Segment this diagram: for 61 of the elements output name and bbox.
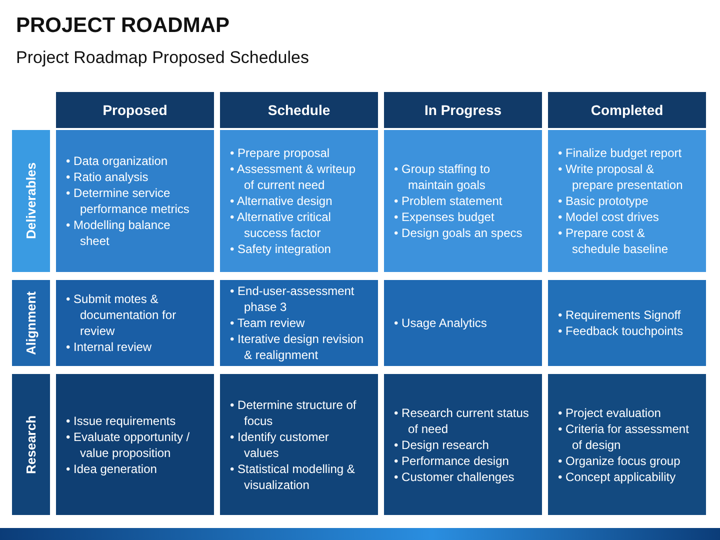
table-cell — [56, 374, 214, 515]
column-header: Proposed — [56, 92, 214, 128]
bullet-item: • Customer challenges — [394, 468, 516, 484]
bullet-item: • Ratio analysis — [66, 169, 150, 185]
bullet-item: • Expenses budget — [394, 209, 496, 225]
bullet-item: • Problem statement — [394, 193, 504, 209]
bullet-item: • Alternative critical success factor — [230, 209, 332, 241]
row-header: Research — [12, 374, 50, 515]
bullet-item: • Project evaluation — [558, 404, 662, 420]
table-cell — [56, 130, 214, 272]
table-cell — [220, 130, 378, 272]
bullet-item: • Determine service performance metrics — [66, 185, 190, 217]
bullet-item: • Determine structure of focus — [230, 396, 358, 428]
table-cell — [56, 280, 214, 366]
bullet-item: • Submit motes & documentation for review — [66, 291, 178, 339]
bullet-item: • Feedback touchpoints — [558, 323, 683, 339]
bullet-item: • Design research — [394, 436, 490, 452]
bullet-item: • Alternative design — [230, 193, 334, 209]
column-header: In Progress — [384, 92, 542, 128]
row-header: Deliverables — [12, 130, 50, 272]
bullet-item: • Group staffing to maintain goals — [394, 161, 492, 193]
bullet-item: • Concept applicability — [558, 468, 677, 484]
bullet-item: • Basic prototype — [558, 193, 650, 209]
bullet-item: • Evaluate opportunity / value proposition — [66, 428, 191, 460]
bullet-item: • Issue requirements — [66, 412, 177, 428]
bullet-item: • Prepare cost & schedule baseline — [558, 225, 670, 257]
bullet-item: • Usage Analytics — [394, 315, 487, 331]
bullet-item: • Assessment & writeup of current need — [230, 161, 357, 193]
bullet-item: • End-user-assessment phase 3 — [230, 283, 356, 315]
table-cell — [548, 130, 706, 272]
bullet-item: • Identify customer values — [230, 428, 330, 460]
bullet-item: • Performance design — [394, 452, 510, 468]
bullet-item: • Finalize budget report — [558, 145, 683, 161]
column-header: Schedule — [220, 92, 378, 128]
table-cell — [384, 280, 542, 366]
bullet-item: • Modelling balance sheet — [66, 217, 172, 249]
bullet-item: • Iterative design revision & realignment — [230, 331, 365, 363]
bullet-item: • Safety integration — [230, 241, 332, 257]
column-header: Completed — [548, 92, 706, 128]
table-cell — [384, 130, 542, 272]
title: PROJECT ROADMAP — [16, 14, 230, 38]
bullet-item: • Internal review — [66, 339, 153, 355]
bullet-item: • Organize focus group — [558, 452, 682, 468]
bullet-item: • Team review — [230, 315, 306, 331]
bullet-item: • Model cost drives — [558, 209, 660, 225]
bullet-item: • Requirements Signoff — [558, 307, 682, 323]
table-cell — [384, 374, 542, 515]
row-header: Alignment — [12, 280, 50, 366]
bullet-item: • Criteria for assessment of design — [558, 420, 690, 452]
bullet-item: • Design goals an specs — [394, 225, 524, 241]
table-cell — [548, 374, 706, 515]
bullet-item: • Prepare proposal — [230, 145, 331, 161]
bullet-item: • Data organization — [66, 153, 169, 169]
bullet-item: • Idea generation — [66, 460, 158, 476]
table-cell — [220, 280, 378, 366]
subtitle: Project Roadmap Proposed Schedules — [16, 48, 309, 68]
bullet-item: • Research current status of need — [394, 404, 530, 436]
table-cell — [220, 374, 378, 515]
bullet-item: • Statistical modelling & visualization — [230, 460, 356, 492]
bullet-item: • Write proposal & prepare presentation — [558, 161, 684, 193]
table-cell — [548, 280, 706, 366]
